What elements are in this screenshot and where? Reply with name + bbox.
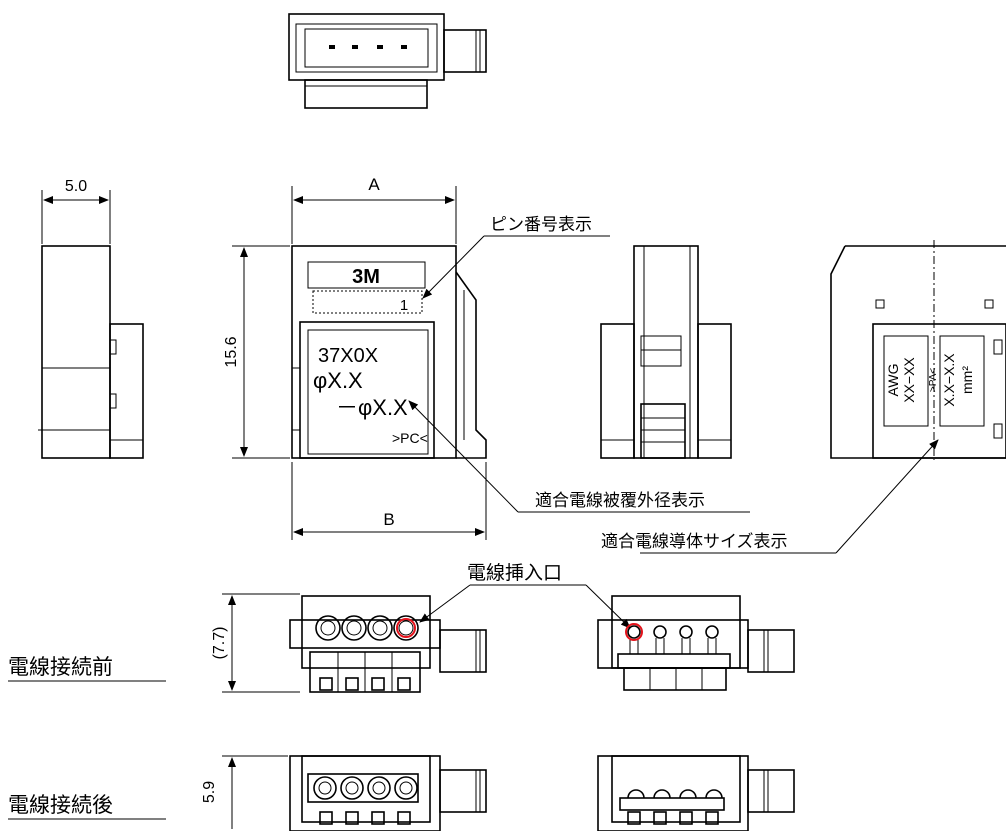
post-height-label: 5.9	[201, 781, 218, 803]
height-dimension-label: 15.6	[223, 336, 240, 367]
after-connection-label: 電線接続後	[8, 794, 113, 817]
after-connection-back	[597, 755, 795, 831]
width-dimension-label: 5.0	[65, 178, 87, 195]
conductor-unit-mark: mm²	[959, 366, 975, 394]
pre-height-label: (7.7)	[211, 627, 228, 660]
after-connection-front	[222, 755, 487, 831]
awg-mark: AWG	[885, 364, 901, 397]
front-view	[232, 186, 487, 540]
back-view	[600, 245, 732, 459]
before-connection-back	[597, 595, 795, 691]
callout-leaders	[408, 235, 939, 629]
outer-diameter-callout: 適合電線被覆外径表示	[535, 491, 705, 510]
side-material-mark: >PA<	[928, 368, 939, 392]
awg-range-mark: XX−XX	[901, 357, 917, 403]
pin-number-mark: 1	[400, 297, 408, 314]
top-view	[288, 13, 487, 109]
dimension-b-label: B	[383, 510, 394, 529]
pin-number-callout: ピン番号表示	[490, 215, 592, 234]
material-mark: >PC<	[392, 430, 428, 446]
part-number-mark: 37X0X	[318, 345, 378, 367]
before-connection-label: 電線接続前	[8, 656, 113, 679]
conductor-size-callout: 適合電線導体サイズ表示	[601, 532, 788, 551]
max-diameter-mark: －φX.X	[336, 395, 408, 420]
right-side-view	[830, 240, 1006, 460]
brand-logo: 3M	[352, 266, 380, 288]
dimension-a-label: A	[368, 175, 380, 194]
wire-entry-callout: 電線挿入口	[467, 562, 562, 584]
left-side-view	[38, 190, 144, 459]
before-connection-front	[222, 593, 487, 693]
min-diameter-mark: φX.X	[313, 368, 363, 393]
conductor-size-mark: X.X−X.X	[941, 353, 957, 407]
